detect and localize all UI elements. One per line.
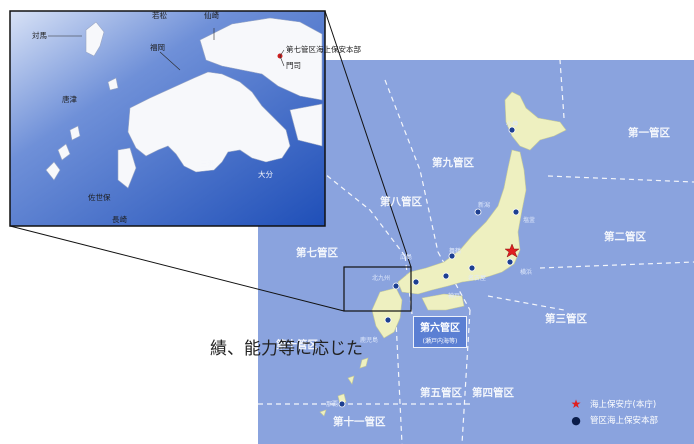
district-label-11: 第十一管区 (333, 416, 386, 428)
port-label-shiogama: 塩釜 (523, 217, 536, 224)
legend-row-hq: ★ 海上保安庁(本庁) (568, 396, 658, 412)
inset-landmass (45, 17, 323, 189)
inset-label-sasebo: 佐世保 (88, 193, 111, 202)
inset-label-moji: 門司 (286, 61, 301, 70)
port-dot-niigata (474, 208, 482, 216)
port-label-kobe: 神戸 (448, 293, 461, 300)
district-hq-dots (338, 126, 520, 408)
district-6-title: 第六管区 (420, 323, 460, 334)
port-dot-yokohama (506, 258, 514, 266)
port-dot-maizuru (448, 252, 456, 260)
inset-label-karatsu: 唐津 (62, 95, 77, 104)
district-label-5: 第五管区 (420, 387, 462, 399)
district-label-6: 第六管区 (瀬戸内海等) (413, 316, 467, 348)
port-label-niigata: 新潟 (478, 202, 491, 209)
inset-label-oita: 大分 (258, 170, 273, 179)
port-label-naha: 那覇 (326, 401, 339, 408)
body-text-fragment: 績、能力等に応じた (210, 339, 363, 359)
port-label-kitakyushu: 北九州 (372, 275, 391, 282)
inset-label-senzaki: 仙崎 (204, 11, 219, 20)
hq-star-icon (504, 243, 520, 258)
inset-leader-lines (48, 28, 285, 71)
district-label-7: 第七管区 (296, 247, 338, 259)
port-dot-otaru (508, 126, 516, 134)
legend-row-district-hq: ● 管区海上保安本部 (568, 412, 658, 428)
port-dot-shiogama (512, 208, 520, 216)
port-label-hiroshima: 広島 (400, 254, 413, 261)
inset-indicator-box (343, 266, 412, 312)
port-label-otaru: 小樽 (506, 121, 519, 128)
district-boundaries (258, 59, 694, 444)
port-dot-kagoshima (384, 316, 392, 324)
port-dot-naha (338, 400, 346, 408)
district-label-4: 第四管区 (472, 387, 514, 399)
district-label-10: 第十管区 (276, 339, 318, 351)
district-label-9: 第九管区 (432, 157, 474, 169)
district-label-8: 第八管区 (380, 196, 422, 208)
inset-connector-lines (9, 10, 412, 312)
dot-icon: ● (571, 413, 581, 427)
port-label-kagoshima: 鹿児島 (360, 337, 379, 344)
inset-label-tsushima: 対馬 (32, 31, 47, 40)
port-dot-kobe (442, 272, 450, 280)
inset-label-wakamatsu: 若松 (152, 11, 167, 20)
legend-label-hq: 海上保安庁(本庁) (590, 400, 657, 410)
japan-landmass (319, 91, 567, 417)
port-dot-hiroshima (412, 278, 420, 286)
map-legend: ★ 海上保安庁(本庁) ● 管区海上保安本部 (568, 396, 658, 428)
port-dot-nagoya (468, 264, 476, 272)
inset-label-hq7: 第七管区海上保安本部 (286, 45, 361, 54)
inset-label-nagasaki: 長崎 (112, 215, 127, 224)
district-label-3: 第三管区 (545, 313, 587, 325)
district-label-1: 第一管区 (628, 127, 670, 139)
inset-label-miike: 三池 (200, 159, 215, 168)
legend-label-district-hq: 管区海上保安本部 (590, 416, 659, 426)
port-label-yokohama: 横浜 (520, 269, 533, 276)
district-label-2: 第二管区 (604, 231, 646, 243)
port-dot-moji (392, 282, 400, 290)
red-star-icon: ★ (570, 397, 582, 411)
port-label-nagoya: 名古屋 (468, 275, 487, 282)
inset-label-fukuoka: 福岡 (150, 43, 165, 52)
port-label-maizuru: 舞鶴 (449, 248, 462, 255)
district-6-subtitle: (瀬戸内海等) (422, 338, 458, 345)
